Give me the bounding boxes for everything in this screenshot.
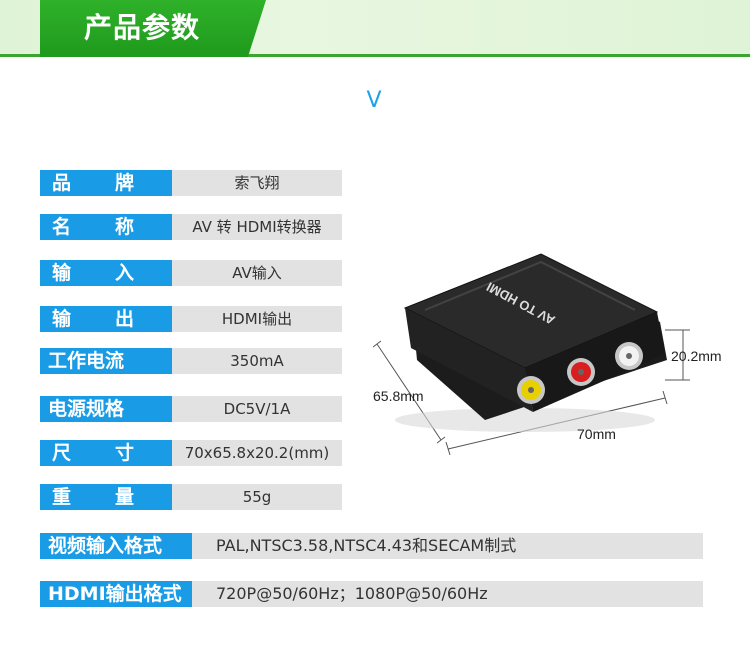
spec-label: 电源规格 [40, 396, 172, 422]
spec-label: 品牌 [40, 170, 172, 196]
spec-label: 视频输入格式 [40, 533, 192, 559]
device-side [405, 308, 533, 412]
device-highlight [424, 260, 636, 311]
spec-label-char: 重 [52, 486, 72, 508]
spec-value: HDMI输出 [172, 306, 342, 332]
spec-label: HDMI输出格式 [40, 581, 192, 607]
spec-label-text: 视频输入格式 [48, 535, 163, 557]
spec-value: AV 转 HDMI转换器 [172, 214, 342, 240]
dimension-depth: 65.8mm [373, 388, 424, 404]
spec-label-char: 名 [52, 216, 72, 238]
spec-label-char: 出 [114, 308, 134, 330]
page-title: 产品参数 [84, 11, 201, 44]
spec-value: 720P@50/60Hz；1080P@50/60Hz [192, 581, 703, 607]
spec-label: 输出 [40, 306, 172, 332]
spec-label-char: 寸 [114, 442, 134, 464]
spec-label-text: HDMI输出格式 [48, 583, 182, 605]
spec-label-char: 入 [114, 262, 134, 284]
spec-label-char: 品 [52, 172, 72, 194]
spec-label-char: 量 [114, 486, 134, 508]
av-to-hdmi-converter-image [372, 253, 690, 456]
product-illustration: AV TO HDMI 65.8mm 70mm 20.2mm [365, 250, 750, 460]
spec-label: 工作电流 [40, 348, 172, 374]
spec-label: 尺寸 [40, 440, 172, 466]
rca-connector-red [567, 358, 595, 386]
dimension-height: 20.2mm [671, 348, 722, 364]
spec-label-char: 输 [52, 308, 72, 330]
header-title-block [40, 0, 266, 57]
spec-value: PAL,NTSC3.58,NTSC4.43和SECAM制式 [192, 533, 703, 559]
spec-value: 70x65.8x20.2(mm) [172, 440, 342, 466]
spec-label-text: 工作电流 [48, 350, 125, 372]
dimension-width: 70mm [577, 426, 616, 442]
spec-label-char: 牌 [114, 172, 134, 194]
rca-connector-white [615, 342, 643, 370]
spec-label-text: 电源规格 [48, 398, 125, 420]
device-shadow [395, 408, 655, 432]
spec-label: 名称 [40, 214, 172, 240]
spec-value: 索飞翔 [172, 170, 342, 196]
spec-label: 重量 [40, 484, 172, 510]
spec-label-char: 称 [114, 216, 134, 238]
spec-value: 55g [172, 484, 342, 510]
chevron-down-icon: V [366, 88, 382, 113]
rca-connector-yellow [517, 376, 545, 404]
header-divider [0, 54, 750, 57]
spec-label: 输入 [40, 260, 172, 286]
spec-label-char: 输 [52, 262, 72, 284]
spec-value: DC5V/1A [172, 396, 342, 422]
device-front [525, 312, 665, 412]
spec-value: 350mA [172, 348, 342, 374]
spec-value: AV输入 [172, 260, 342, 286]
spec-label-char: 尺 [52, 442, 72, 464]
